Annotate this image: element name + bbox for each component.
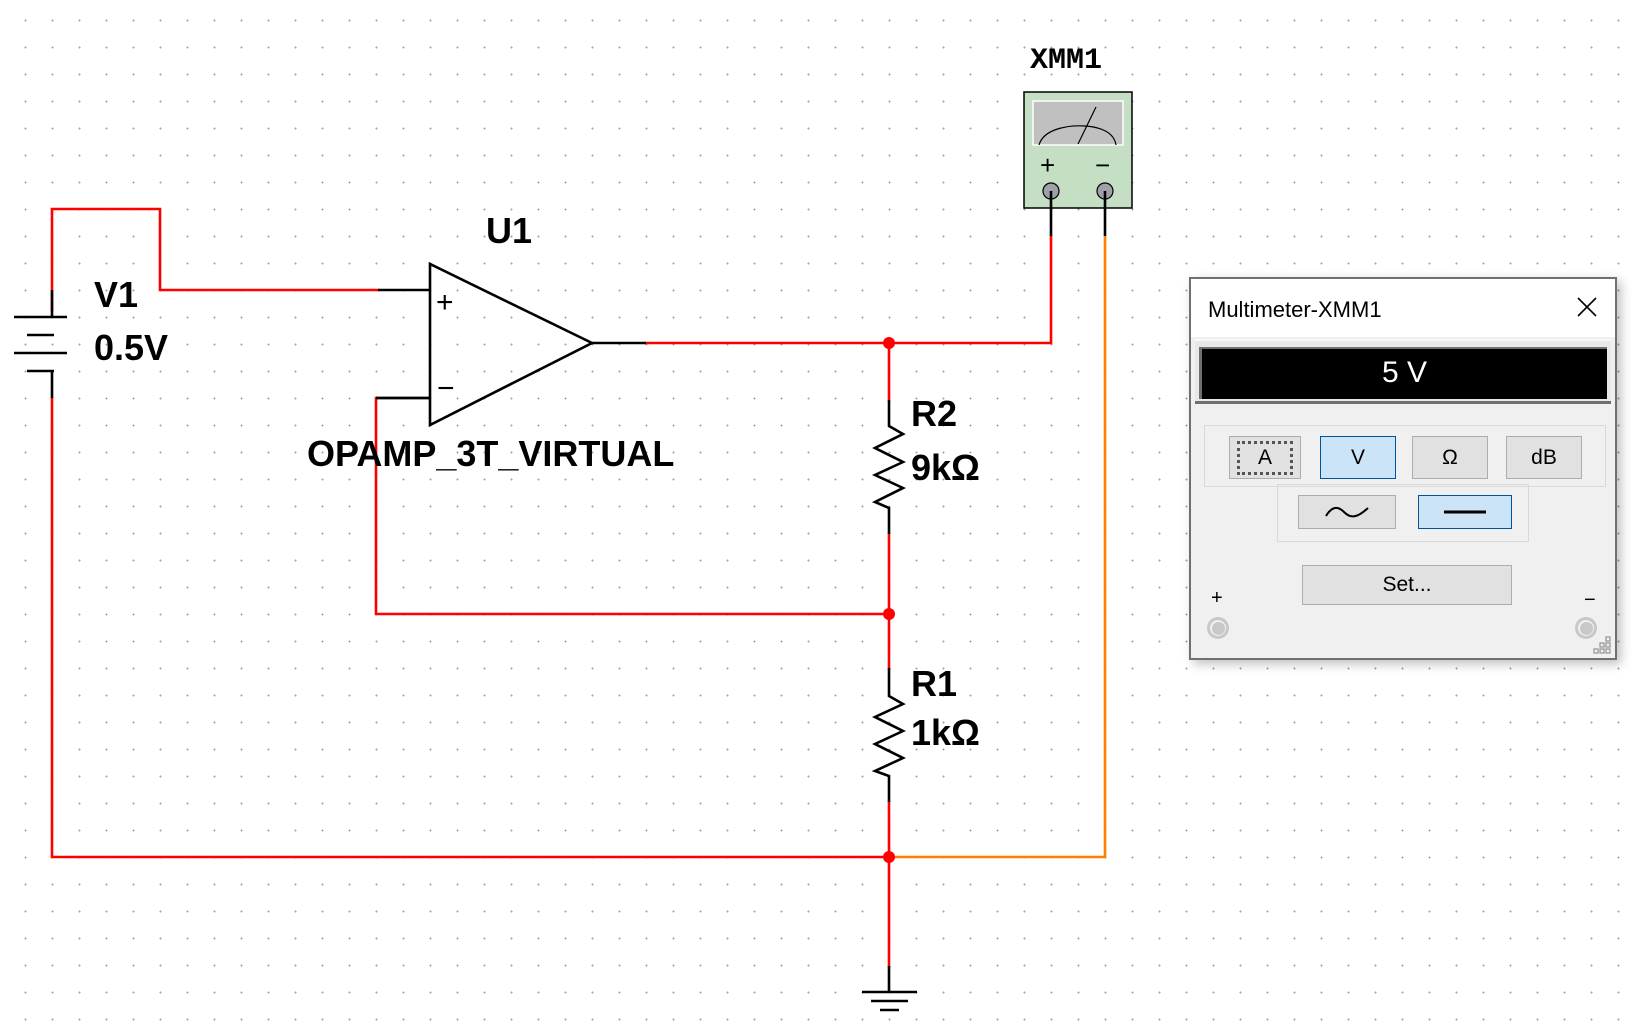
minus-terminal-label: −: [1584, 589, 1596, 611]
resistor-r2-symbol[interactable]: [871, 400, 906, 534]
ammeter-mode-label: A: [1236, 440, 1293, 475]
xmm1-ref-label: XMM1: [1030, 44, 1102, 78]
plus-terminal[interactable]: [1207, 617, 1229, 639]
multimeter-window[interactable]: Multimeter-XMM1 5 V A V Ω dB Set...: [1189, 277, 1617, 660]
multimeter-title: Multimeter-XMM1: [1208, 297, 1382, 322]
junction-node: [883, 337, 895, 349]
meter-scale-arc: [1038, 125, 1117, 146]
plus-terminal-label: +: [1211, 587, 1223, 609]
ground-symbol[interactable]: [862, 966, 917, 1012]
voltmeter-mode-label: V: [1350, 445, 1365, 469]
wire-feedback[interactable]: [374, 396, 891, 670]
r2-value-label: 9kΩ: [911, 447, 980, 488]
close-button[interactable]: [1569, 289, 1605, 325]
ammeter-mode-button[interactable]: A: [1229, 436, 1301, 479]
resistor-r1-symbol[interactable]: [871, 668, 906, 802]
u1-ref-label: U1: [486, 210, 532, 251]
multimeter-titlebar[interactable]: Multimeter-XMM1: [1191, 279, 1615, 337]
junction-node: [883, 608, 895, 620]
v1-ref-label: V1: [94, 274, 138, 315]
ohmmeter-mode-label: Ω: [1442, 445, 1458, 469]
close-icon: [1577, 297, 1597, 317]
meter-plus-pin-label: +: [1040, 150, 1055, 180]
meter-needle: [1077, 106, 1097, 145]
r2-ref-label: R2: [911, 393, 957, 434]
decibel-mode-label: dB: [1531, 445, 1557, 469]
v1-value-label: 0.5V: [94, 327, 168, 368]
wire-v1-to-ground[interactable]: [50, 396, 891, 859]
junction-node: [883, 851, 895, 863]
dc-line-icon: [1444, 510, 1486, 514]
multimeter-xmm1-symbol[interactable]: + −: [1023, 91, 1133, 236]
meter-minus-pin-label: −: [1095, 150, 1110, 180]
wire-v1-to-opamp-plus[interactable]: [50, 207, 380, 312]
voltmeter-mode-button[interactable]: V: [1320, 436, 1396, 479]
ac-signal-button[interactable]: [1298, 495, 1396, 529]
u1-model-label: OPAMP_3T_VIRTUAL: [307, 433, 674, 474]
resize-grip-icon[interactable]: [1593, 636, 1613, 656]
set-button[interactable]: Set...: [1302, 565, 1512, 605]
minus-terminal[interactable]: [1575, 617, 1597, 639]
set-button-label: Set...: [1382, 573, 1432, 596]
display-frame: 5 V: [1195, 339, 1611, 404]
battery-v1-symbol[interactable]: [14, 290, 67, 398]
signal-button-group: [1277, 484, 1529, 542]
opamp-u1-symbol[interactable]: [376, 261, 646, 428]
r1-value-label: 1kΩ: [911, 712, 980, 753]
dc-signal-button[interactable]: [1418, 495, 1512, 529]
mode-button-group: [1204, 425, 1606, 487]
ac-sine-icon: [1325, 506, 1369, 518]
wire-opamp-out[interactable]: [644, 234, 1053, 345]
opamp-plus-pin-label: +: [436, 286, 454, 319]
decibel-mode-button[interactable]: dB: [1506, 436, 1582, 479]
wire-meter-negative[interactable]: [889, 236, 1107, 859]
ohmmeter-mode-button[interactable]: Ω: [1412, 436, 1488, 479]
reading-display: 5 V: [1199, 347, 1607, 399]
opamp-minus-pin-label: −: [437, 372, 455, 405]
r1-ref-label: R1: [911, 663, 957, 704]
